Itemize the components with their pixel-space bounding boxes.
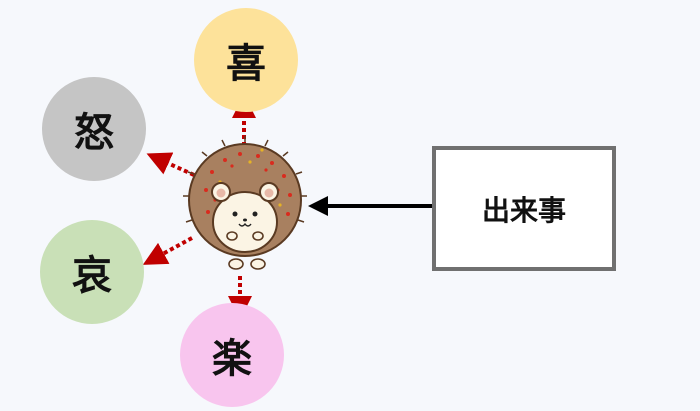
emotion-joy: 喜 xyxy=(194,8,298,112)
arrow-to-anger xyxy=(146,152,195,177)
hedgehog-illustration xyxy=(183,136,307,270)
emotion-anger: 怒 xyxy=(42,77,146,181)
arrow-to-sorrow xyxy=(142,236,193,265)
event-label: 出来事 xyxy=(481,193,566,227)
emotion-sorrow: 哀 xyxy=(40,220,144,324)
emotion-anger-label: 怒 xyxy=(74,110,114,156)
emotion-pleasure: 楽 xyxy=(180,303,284,407)
event-box: 出来事 xyxy=(432,146,616,271)
emotion-sorrow-label: 哀 xyxy=(72,253,112,299)
emotion-pleasure-label: 楽 xyxy=(212,336,252,382)
emotion-joy-label: 喜 xyxy=(226,41,266,87)
